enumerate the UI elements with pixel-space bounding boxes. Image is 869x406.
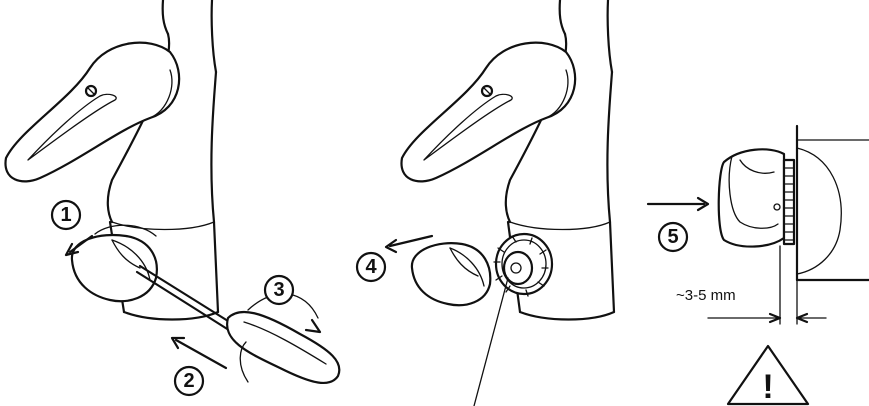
step-marker-3: 3 — [263, 274, 295, 306]
step-label-2: 2 — [183, 370, 194, 392]
step-marker-1: 1 — [50, 199, 82, 231]
warning-triangle-icon: ! — [726, 344, 810, 406]
dimension-label: ~3-5 mm — [676, 287, 736, 304]
step-marker-2: 2 — [173, 365, 205, 397]
faucet-1 — [4, 0, 341, 384]
cap-detail — [646, 124, 869, 325]
faucet-2 — [384, 0, 616, 406]
step-label-1: 1 — [60, 204, 71, 226]
warning-symbol: ! — [762, 368, 773, 406]
step-label-4: 4 — [365, 256, 377, 278]
step-marker-5: 5 — [657, 221, 689, 253]
step-label-3: 3 — [273, 279, 284, 301]
step-marker-4: 4 — [355, 251, 387, 283]
step-label-5: 5 — [667, 226, 678, 248]
